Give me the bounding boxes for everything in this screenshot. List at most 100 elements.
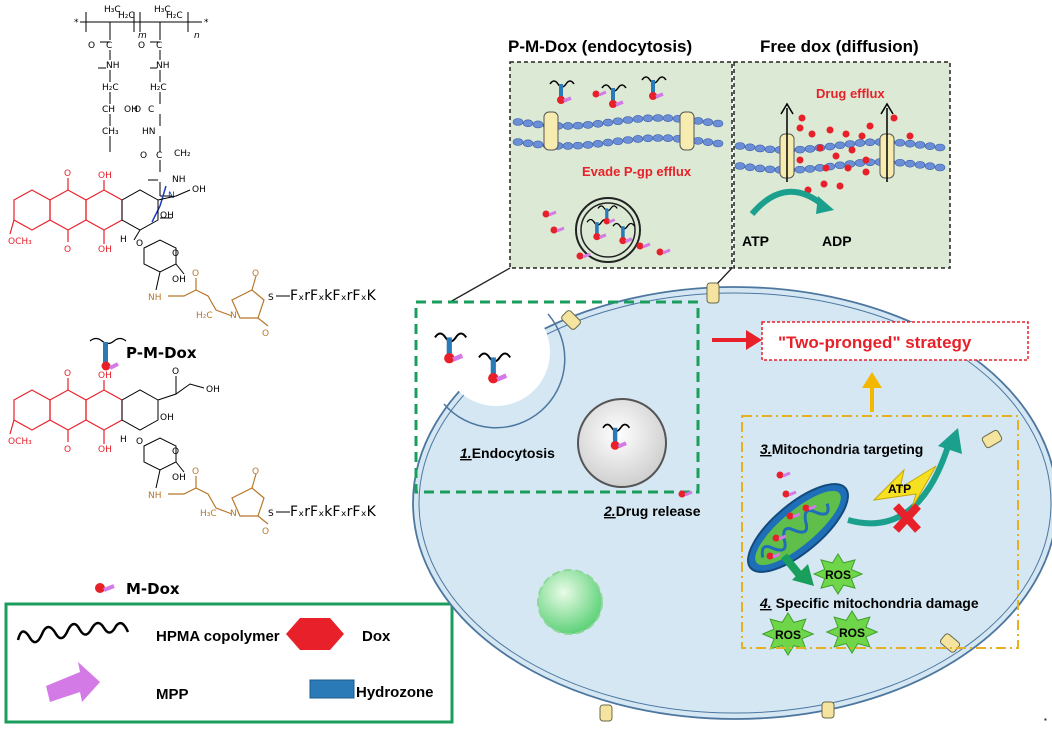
atp-bolt-label: ATP xyxy=(888,482,911,496)
svg-text:S: S xyxy=(268,293,274,303)
lipid-head xyxy=(532,140,544,149)
lipid-head xyxy=(632,135,644,143)
svg-text:C: C xyxy=(156,41,162,51)
lipid-head xyxy=(914,161,926,169)
nucleus xyxy=(537,569,603,635)
pmdox-conjugate xyxy=(478,352,512,384)
hydrazone-rect-icon xyxy=(309,679,355,699)
dox-dot xyxy=(822,164,830,172)
lipid-head xyxy=(712,139,724,148)
atp-adp-arrow xyxy=(749,188,826,216)
svg-text:O: O xyxy=(64,369,71,379)
membrane-channels xyxy=(561,282,1003,722)
strategy-text: "Two-pronged" strategy xyxy=(778,333,972,352)
pmdox-panel-title: P-M-Dox (endocytosis) xyxy=(508,37,692,56)
dox-dot xyxy=(848,146,856,154)
lipid-head xyxy=(642,114,654,123)
svg-text:O: O xyxy=(136,239,143,249)
svg-text:C: C xyxy=(156,151,162,161)
svg-text:OH: OH xyxy=(98,371,112,381)
svg-text:O: O xyxy=(134,105,141,115)
svg-text:O: O xyxy=(64,169,71,179)
lipid-head xyxy=(834,161,846,170)
lipid-head xyxy=(532,120,544,129)
mdox-molecule xyxy=(782,490,797,498)
freedox-panel: Drug efflux ATP ADP xyxy=(733,61,951,269)
lipid-head xyxy=(612,137,624,146)
polymer-atoms: * * H₃C H₃C H₂C H₂C m n O C O C NH NH H₂… xyxy=(74,5,209,185)
dox-upper-ring-d xyxy=(121,189,191,241)
svg-text:O: O xyxy=(140,151,147,161)
dox-dot xyxy=(796,124,804,132)
lipid-head xyxy=(904,159,916,168)
svg-text:OH: OH xyxy=(206,385,220,395)
dox-structure-lower xyxy=(9,378,123,444)
lipid-head xyxy=(662,114,674,122)
svg-text:n: n xyxy=(194,31,200,41)
dox-lower-atoms: O OH O OH OCH₃ xyxy=(8,369,112,455)
adp-label: ADP xyxy=(822,233,852,249)
lipid-head xyxy=(712,119,724,128)
svg-text:H₂C: H₂C xyxy=(118,11,135,21)
svg-text:1.Endocytosis: 1.Endocytosis xyxy=(460,445,555,461)
svg-text:CH₃: CH₃ xyxy=(102,127,119,137)
damage-arrow xyxy=(792,564,814,586)
lipid-head xyxy=(632,115,644,123)
lipid-head xyxy=(754,164,766,173)
legend-mpp-label: MPP xyxy=(156,686,189,703)
svg-text:N: N xyxy=(168,191,175,201)
lipid-head xyxy=(572,141,584,150)
atp-lightning-icon xyxy=(872,465,937,509)
lipid-head xyxy=(592,120,604,128)
dox-lower-ring-d-atoms: O OH OH H xyxy=(120,367,220,445)
lipid-head xyxy=(934,163,946,172)
svg-text:O: O xyxy=(252,269,259,279)
mdox-molecule xyxy=(678,490,693,498)
lipid-head xyxy=(894,158,906,167)
lipid-head xyxy=(804,145,816,153)
chemical-structures: * * H₃C H₃C H₂C H₂C m n O C O C NH NH H₂… xyxy=(8,5,377,598)
lipid-head xyxy=(754,144,766,153)
lipid-head xyxy=(602,118,614,127)
polymer-backbone xyxy=(80,12,202,219)
lipid-head xyxy=(834,141,846,150)
svg-text:FₓrFₓkFₓrFₓK: FₓrFₓkFₓrFₓK xyxy=(290,504,377,520)
lipid-head xyxy=(582,121,594,129)
lipid-head xyxy=(572,121,584,130)
svg-text:S: S xyxy=(268,509,274,519)
lipid-head xyxy=(582,141,594,149)
peptide-upper-atoms: NH O H₂C N O O xyxy=(148,269,269,339)
dox-dot xyxy=(862,156,870,164)
atp-label: ATP xyxy=(742,233,769,249)
svg-text:N: N xyxy=(230,311,237,321)
lipid-head xyxy=(934,143,946,152)
upward-arrow xyxy=(862,372,882,388)
svg-text:CH: CH xyxy=(102,105,115,115)
dox-dot xyxy=(836,182,844,190)
svg-text:OH: OH xyxy=(124,105,138,115)
svg-text:H₃C: H₃C xyxy=(200,509,217,519)
svg-text:FₓrFₓkFₓrFₓK: FₓrFₓkFₓrFₓK xyxy=(290,288,377,304)
dox-lower-ring-d xyxy=(121,376,205,431)
svg-text:NH: NH xyxy=(148,293,162,303)
mdox-molecule xyxy=(636,242,651,250)
legend-hydrozone-label: Hydrozone xyxy=(356,684,434,701)
svg-text:H₂C: H₂C xyxy=(166,11,183,21)
svg-text:3.Mitochondria targeting: 3.Mitochondria targeting xyxy=(760,441,923,457)
freedox-panel-title: Free dox (diffusion) xyxy=(760,37,919,56)
efflux-arrowheads xyxy=(780,102,894,115)
lipid-head xyxy=(562,122,574,130)
sugar-lower-atoms: O O OH xyxy=(136,437,186,483)
pmdox-conjugate xyxy=(434,332,468,364)
peptide-chain-upper: S FₓrFₓkFₓrFₓK xyxy=(268,288,377,304)
mitochondrion xyxy=(747,483,849,573)
peptide-linker-lower xyxy=(168,473,269,525)
pmdox-panel: Evade P-gp efflux xyxy=(509,61,733,269)
strategy-arrow xyxy=(746,330,762,350)
svg-text:O: O xyxy=(88,41,95,51)
dox-dot xyxy=(808,130,816,138)
svg-text:O: O xyxy=(192,269,199,279)
sugar-linker-upper xyxy=(143,239,185,291)
